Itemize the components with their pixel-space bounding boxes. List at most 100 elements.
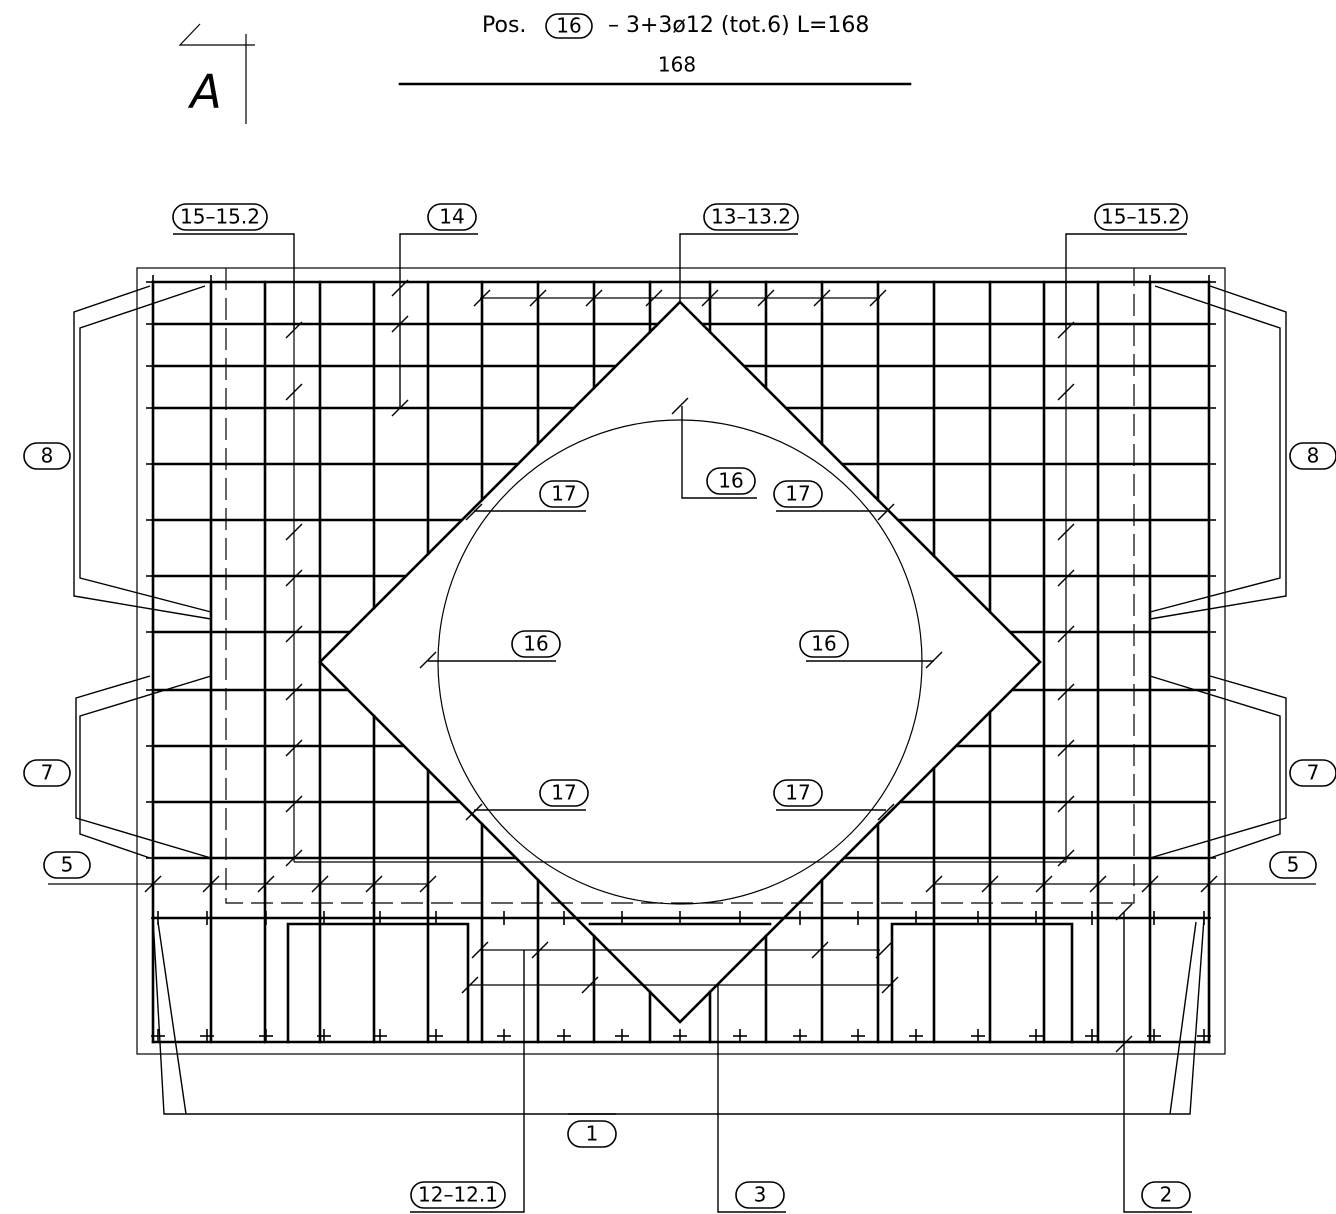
position-title: Pos. 16 – 3+3ø12 (tot.6) L=168 — [482, 13, 869, 39]
tag-17-bottom-left: 17 — [539, 779, 589, 807]
leader-12 — [410, 950, 525, 1213]
tag-2: 2 — [1141, 1181, 1191, 1209]
tick-4 — [285, 523, 303, 541]
svg-text:2: 2 — [1160, 1183, 1173, 1207]
pos7-left-inner — [79, 675, 212, 859]
tick-17 — [1057, 849, 1075, 867]
position-tags: 15–15.2 14 13–13.2 15–15.2 8 8 7 7 — [23, 203, 1336, 1209]
circular-opening — [437, 419, 923, 905]
tag-12: 12–12.1 — [410, 1181, 506, 1209]
tick-3 — [1057, 383, 1075, 401]
tick-44 — [875, 941, 893, 959]
leader-15-left — [173, 233, 295, 330]
svg-text:1: 1 — [586, 1122, 599, 1146]
tag-1: 1 — [567, 1120, 617, 1148]
svg-text:15–15.2: 15–15.2 — [1101, 205, 1181, 229]
tag-3: 3 — [735, 1181, 785, 1209]
svg-text:16: 16 — [523, 632, 548, 656]
tick-5 — [1057, 523, 1075, 541]
pos8-right-outer — [1149, 285, 1287, 620]
tag-16-top: 16 — [706, 467, 756, 495]
tick-55 — [419, 651, 437, 669]
tick-53 — [465, 803, 483, 821]
tag-17-top-left: 17 — [539, 480, 589, 508]
leader-lines — [73, 233, 1287, 1213]
tag-15-right: 15–15.2 — [1094, 203, 1188, 231]
tag-7-left: 7 — [23, 759, 71, 787]
tick-10 — [285, 683, 303, 701]
pos1-left-leg — [157, 921, 187, 1115]
title-prefix: Pos. — [482, 13, 526, 38]
leader-13 — [679, 233, 798, 302]
pos7-left-outer — [75, 675, 212, 859]
svg-text:15–15.2: 15–15.2 — [180, 205, 260, 229]
tag-17-bottom-right: 17 — [773, 779, 823, 807]
svg-text:12–12.1: 12–12.1 — [418, 1183, 498, 1207]
tick-12 — [285, 739, 303, 757]
pos8-left-inner — [79, 285, 212, 613]
leader-14 — [399, 233, 478, 408]
tick-27 — [813, 289, 831, 307]
tick-26 — [757, 289, 775, 307]
tag-8-left: 8 — [23, 442, 71, 470]
svg-text:17: 17 — [551, 781, 576, 805]
tick-42 — [531, 941, 549, 959]
tick-50 — [671, 397, 689, 415]
svg-text:16: 16 — [811, 632, 836, 656]
svg-text:3: 3 — [754, 1183, 767, 1207]
svg-text:13–13.2: 13–13.2 — [711, 205, 791, 229]
tick-46 — [581, 976, 599, 994]
leader-15-right — [1065, 233, 1187, 330]
pos1-outer — [152, 917, 1205, 1115]
concrete-outline — [136, 267, 1226, 1055]
bar-shape-16: 168 — [398, 53, 912, 86]
tag-13: 13–13.2 — [703, 203, 799, 231]
pos8-left-outer — [73, 285, 212, 620]
tick-43 — [811, 941, 829, 959]
tick-25 — [701, 289, 719, 307]
tick-21 — [473, 289, 491, 307]
tick-9 — [1057, 625, 1075, 643]
tag-5-right: 5 — [1269, 851, 1317, 879]
pos1-right-leg — [1169, 921, 1197, 1115]
diamond-frame-bars — [318, 300, 1042, 1024]
tag-17-top-right: 17 — [773, 480, 823, 508]
title-position-tag: 16 — [556, 14, 581, 38]
leader-2 — [1123, 912, 1192, 1213]
tick-52 — [877, 503, 895, 521]
tick-24 — [645, 289, 663, 307]
pos7-right-inner — [1149, 675, 1281, 859]
tick-54 — [877, 803, 895, 821]
tick-8 — [285, 625, 303, 643]
inner-dashed-stirrup — [225, 268, 1135, 904]
tick-7 — [1057, 569, 1075, 587]
tick-13 — [1057, 739, 1075, 757]
section-arrow — [178, 23, 255, 46]
tick-16 — [285, 849, 303, 867]
rebar-grid — [48, 275, 1316, 1053]
svg-text:16: 16 — [718, 469, 743, 493]
svg-text:8: 8 — [41, 444, 54, 468]
tick-23 — [585, 289, 603, 307]
tag-15-left: 15–15.2 — [172, 203, 268, 231]
tag-8-right: 8 — [1289, 442, 1336, 470]
bar-length-dimension: 168 — [658, 53, 696, 77]
tick-14 — [285, 795, 303, 813]
tick-47 — [881, 976, 899, 994]
tag-14: 14 — [427, 203, 477, 231]
tag-5-left: 5 — [43, 851, 91, 879]
svg-text:14: 14 — [439, 205, 464, 229]
tick-15 — [1057, 795, 1075, 813]
tag-7-right: 7 — [1289, 759, 1336, 787]
svg-text:17: 17 — [551, 482, 576, 506]
title-position-tag-frame — [545, 13, 593, 39]
tick-28 — [869, 289, 887, 307]
svg-text:7: 7 — [1307, 761, 1320, 785]
section-marker: A — [178, 23, 255, 124]
svg-text:7: 7 — [41, 761, 54, 785]
svg-text:5: 5 — [61, 853, 74, 877]
tick-41 — [471, 941, 489, 959]
lower-stirrup-left — [286, 922, 470, 1044]
tick-56 — [925, 651, 943, 669]
